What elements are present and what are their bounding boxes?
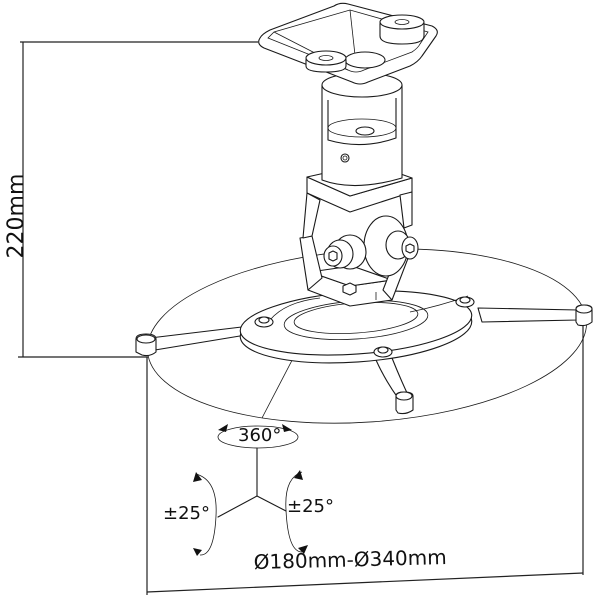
height-dimension-label: 220mm	[4, 173, 29, 259]
tilt-right-label: ±25°	[287, 496, 334, 517]
height-dimension-lines	[18, 41, 258, 358]
tilt-bracket	[299, 235, 416, 307]
tilt-joint	[323, 215, 419, 277]
mount-arms	[135, 304, 593, 415]
ceiling-plate	[258, 2, 438, 85]
diameter-dimension-label: Ø180mm-Ø340mm	[253, 544, 447, 574]
tilt-left-label: ±25°	[163, 503, 210, 524]
adjustment-indicator	[193, 424, 308, 556]
rotation-label: 360°	[238, 425, 282, 446]
diameter-dimension-lines	[146, 322, 584, 595]
extension-column	[321, 72, 403, 187]
